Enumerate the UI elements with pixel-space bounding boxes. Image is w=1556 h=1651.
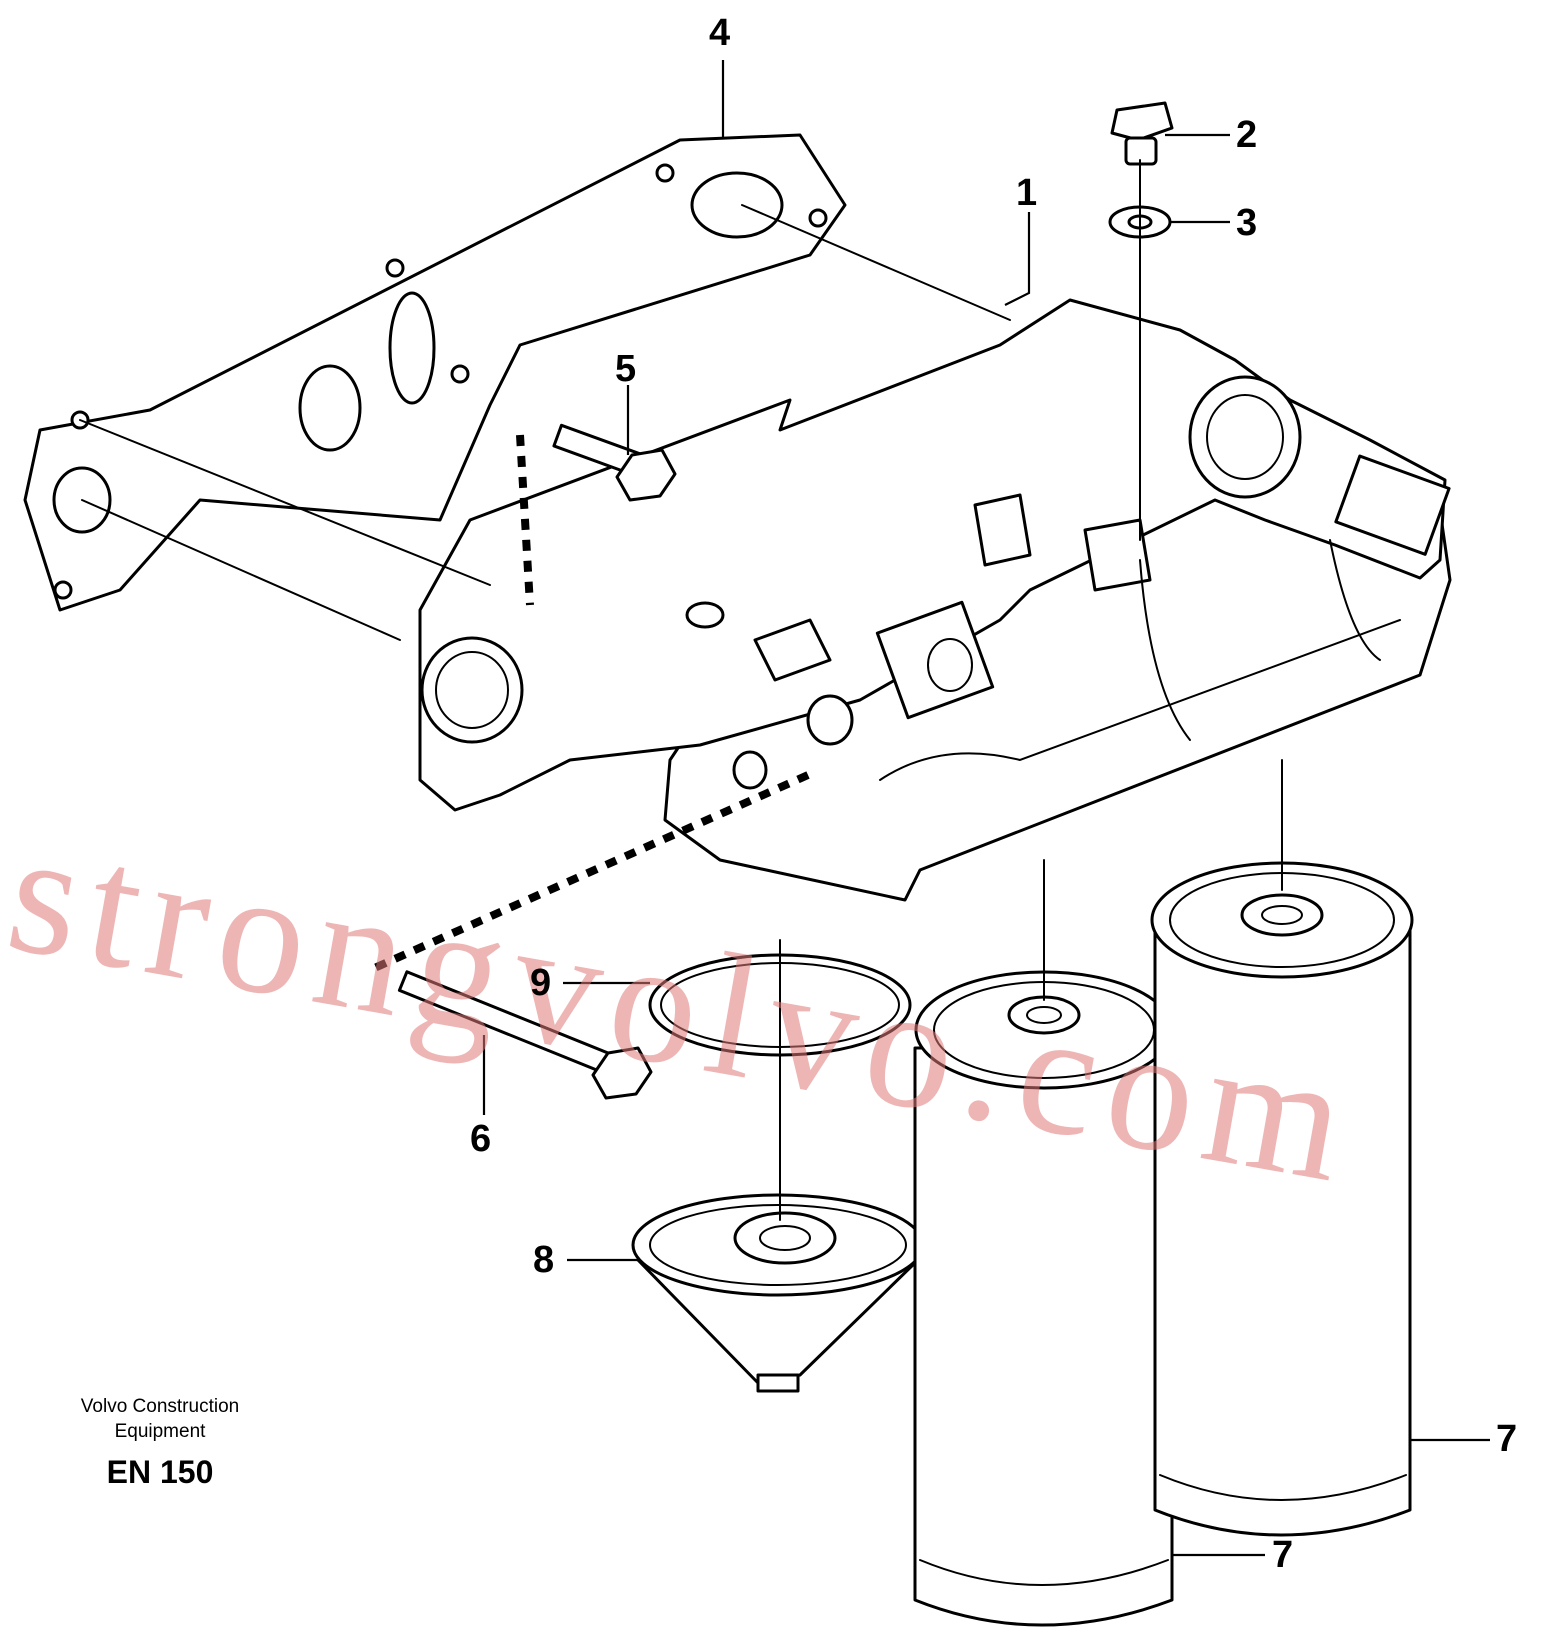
caption-line-2: Equipment: [114, 1421, 206, 1442]
callout-8: 8: [533, 1239, 555, 1281]
bolt-long-part: [397, 970, 653, 1100]
caption-line-1: Volvo Construction: [80, 1396, 240, 1417]
filter-housing-part: [418, 298, 1452, 902]
callout-4: 4: [709, 12, 731, 54]
callout-7-left: 7: [1272, 1534, 1294, 1576]
filter-cartridge-left-part: [913, 970, 1174, 1627]
callout-2: 2: [1236, 114, 1258, 156]
filter-cartridge-right-part: [1150, 861, 1414, 1537]
bolt-short-part: [552, 423, 677, 502]
callout-7-right: 7: [1496, 1418, 1518, 1460]
caption-code: EN 150: [106, 1454, 214, 1490]
filter-bowl-part: [631, 1193, 925, 1393]
plug-part: [1110, 101, 1174, 166]
manufacturer-caption: Volvo Construction Equipment EN 150: [50, 1394, 270, 1491]
leader-lines: [482, 60, 1490, 1557]
callout-5: 5: [615, 348, 637, 390]
assembly-lines: [79, 159, 1283, 1221]
callout-3: 3: [1236, 202, 1258, 244]
callout-9: 9: [530, 962, 552, 1004]
callout-1: 1: [1016, 172, 1038, 214]
callout-6: 6: [470, 1118, 492, 1160]
